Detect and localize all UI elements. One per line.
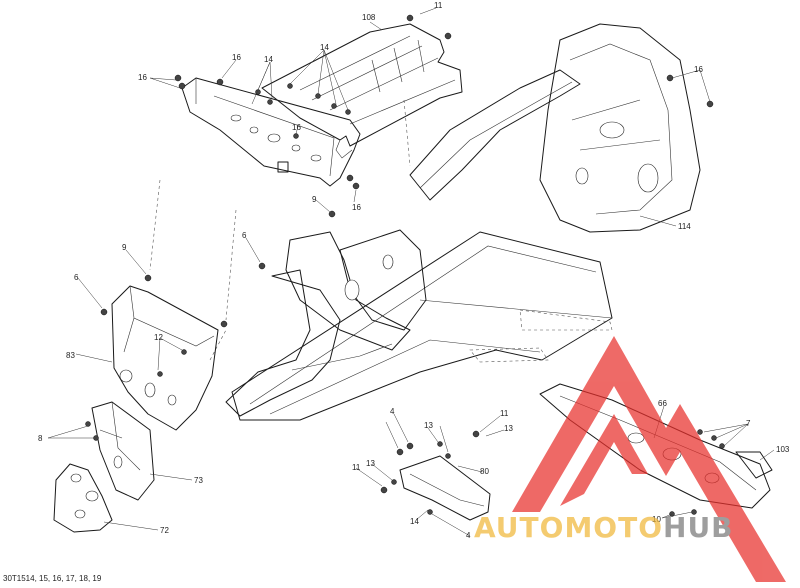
callout-11: 11 xyxy=(352,463,361,472)
callout-114: 114 xyxy=(678,222,691,231)
assembly-line xyxy=(225,209,237,321)
callout-11: 11 xyxy=(500,409,509,418)
callout-80: 80 xyxy=(480,467,489,476)
bracket-80 xyxy=(399,455,491,521)
main-frame-114 xyxy=(225,23,701,421)
callout-labels: 108 11 14 16 16 16 14 16 9 16 6 9 6 83 1… xyxy=(38,1,790,540)
bracket-83 xyxy=(111,285,219,431)
watermark-text: AUTOMOTOHUB xyxy=(474,511,734,544)
callout-8: 8 xyxy=(38,434,43,443)
callout-6: 6 xyxy=(74,273,79,282)
bracket-73 xyxy=(91,401,155,501)
callout-16: 16 xyxy=(694,65,703,74)
assembly-line xyxy=(209,329,227,361)
callout-108: 108 xyxy=(362,13,376,22)
callout-16: 16 xyxy=(352,203,361,212)
callout-73: 73 xyxy=(194,476,203,485)
callout-4: 4 xyxy=(390,407,395,416)
callout-14: 14 xyxy=(264,55,273,64)
callout-7: 7 xyxy=(746,419,751,428)
callout-9: 9 xyxy=(312,195,317,204)
callout-16: 16 xyxy=(138,73,147,82)
callout-66: 66 xyxy=(658,399,667,408)
callout-16: 16 xyxy=(292,123,301,132)
logo-inner-triangle xyxy=(560,414,648,506)
diagram-code: 30T1514, 15, 16, 17, 18, 19 xyxy=(3,574,102,583)
callout-14: 14 xyxy=(410,517,419,526)
callout-13: 13 xyxy=(366,459,375,468)
callout-4: 4 xyxy=(466,531,471,540)
bracket-72 xyxy=(53,463,113,533)
leader-lines xyxy=(47,7,775,537)
logo-outer-triangle xyxy=(512,336,786,582)
callout-11: 11 xyxy=(434,1,443,10)
callout-13: 13 xyxy=(504,424,513,433)
callout-12: 12 xyxy=(154,333,163,342)
watermark-text-main: AUTOMOTO xyxy=(474,511,663,544)
upper-crossmember-108 xyxy=(261,23,463,159)
watermark-text-end: HUB xyxy=(663,511,734,544)
assembly-line xyxy=(403,99,411,167)
callout-9: 9 xyxy=(122,243,127,252)
callout-10: 10 xyxy=(652,515,661,524)
callout-14: 14 xyxy=(320,43,329,52)
callout-16: 16 xyxy=(232,53,241,62)
callout-103: 103 xyxy=(776,445,790,454)
callout-6: 6 xyxy=(242,231,247,240)
assembly-line xyxy=(149,179,161,271)
callout-72: 72 xyxy=(160,526,169,535)
watermark-logo: AUTOMOTOHUB xyxy=(474,336,786,582)
callout-83: 83 xyxy=(66,351,75,360)
upper-left-bracket xyxy=(181,77,361,187)
callout-13: 13 xyxy=(424,421,433,430)
